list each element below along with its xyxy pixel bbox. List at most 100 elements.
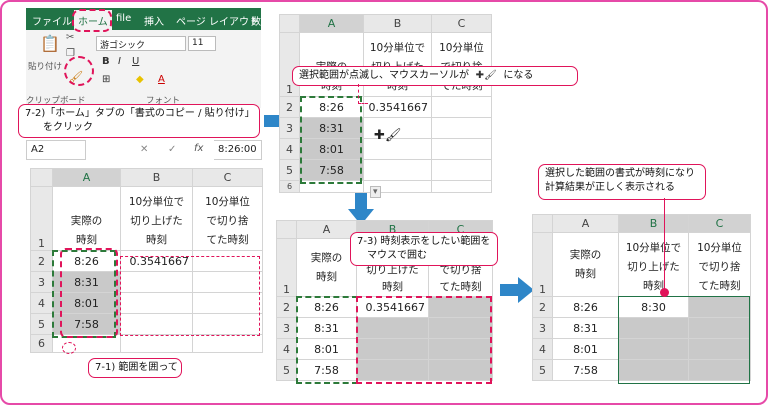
col-header-b-4[interactable]: B	[618, 214, 689, 233]
row-header-3-3[interactable]: 3	[276, 317, 297, 339]
cell-b3-4[interactable]	[618, 317, 689, 339]
cell-a5-4[interactable]: 7:58	[552, 359, 619, 381]
corner-cell-2[interactable]	[279, 14, 300, 33]
cell-a2[interactable]: 8:26	[52, 250, 121, 272]
cell-c4-4[interactable]	[688, 338, 751, 360]
row-header-5-3[interactable]: 5	[276, 359, 297, 381]
row-header-2-3[interactable]: 2	[276, 296, 297, 318]
col-header-c[interactable]: C	[192, 168, 263, 187]
cell-c6-2[interactable]	[431, 180, 492, 193]
scissors-icon[interactable]: ✂	[66, 32, 75, 43]
check-icon[interactable]: ✓	[168, 144, 177, 155]
cell-b3-2[interactable]	[363, 117, 432, 139]
col-header-c-2[interactable]: C	[431, 14, 492, 33]
cell-a4-3[interactable]: 8:01	[296, 338, 357, 360]
border-icon[interactable]: ⊞	[102, 74, 111, 85]
row-header-2-4[interactable]: 2	[532, 296, 553, 318]
cell-c3[interactable]	[192, 271, 263, 293]
row-header-4-4[interactable]: 4	[532, 338, 553, 360]
fill-color-icon[interactable]: ◆	[136, 74, 144, 85]
cell-a5-3[interactable]: 7:58	[296, 359, 357, 381]
cell-a2-4[interactable]: 8:26	[552, 296, 619, 318]
row-header-3[interactable]: 3	[30, 271, 53, 293]
name-box[interactable]: A2	[26, 140, 86, 160]
cell-c4-3[interactable]	[428, 338, 493, 360]
cell-b4-4[interactable]	[618, 338, 689, 360]
cell-c5[interactable]	[192, 313, 263, 335]
cell-b1[interactable]: 10分単位で切り上げた時刻	[120, 186, 193, 251]
cell-c6[interactable]	[192, 334, 263, 353]
paste-options-icon[interactable]: ▾	[370, 186, 381, 198]
row-header-5[interactable]: 5	[30, 313, 53, 335]
cell-a1[interactable]: 実際の時刻	[52, 186, 121, 251]
corner-cell[interactable]	[30, 168, 53, 187]
row-header-3-4[interactable]: 3	[532, 317, 553, 339]
underline-button[interactable]: U	[132, 56, 140, 67]
bold-button[interactable]: B	[102, 56, 110, 67]
font-size-select[interactable]: 11	[188, 36, 216, 51]
cell-c2[interactable]	[192, 250, 263, 272]
cell-a3[interactable]: 8:31	[52, 271, 121, 293]
cell-c4-2[interactable]	[431, 138, 492, 160]
cell-a5[interactable]: 7:58	[52, 313, 121, 335]
row-header-2-2[interactable]: 2	[279, 96, 300, 118]
cell-c1[interactable]: 10分単位で切り捨てた時刻	[192, 186, 263, 251]
formula-input[interactable]: 8:26:00	[214, 140, 262, 160]
cell-b5-3[interactable]	[356, 359, 429, 381]
cell-a1-3[interactable]: 実際の時刻	[296, 238, 357, 297]
tab-file-en[interactable]: file	[116, 13, 132, 24]
cell-a4[interactable]: 8:01	[52, 292, 121, 314]
row-header-5-2[interactable]: 5	[279, 159, 300, 181]
cell-a4-2[interactable]: 8:01	[299, 138, 364, 160]
cell-b1-4[interactable]: 10分単位で切り上げた時刻	[618, 232, 689, 297]
tab-home[interactable]: ホーム	[74, 10, 112, 30]
cell-b2-4[interactable]: 8:30	[618, 296, 689, 318]
cell-a4-4[interactable]: 8:01	[552, 338, 619, 360]
cell-b5-4[interactable]	[618, 359, 689, 381]
cell-c2-2[interactable]	[431, 96, 492, 118]
tab-page-layout[interactable]: ページ レイアウト	[176, 17, 259, 28]
row-header-3-2[interactable]: 3	[279, 117, 300, 139]
cell-b3-3[interactable]	[356, 317, 429, 339]
italic-button[interactable]: I	[118, 56, 121, 67]
tab-insert[interactable]: 挿入	[144, 17, 164, 28]
cell-c5-3[interactable]	[428, 359, 493, 381]
font-color-icon[interactable]: A	[158, 74, 165, 85]
row-header-1-4[interactable]: 1	[532, 232, 553, 297]
cell-c5-4[interactable]	[688, 359, 751, 381]
col-header-a-3[interactable]: A	[296, 220, 357, 239]
cell-a5-2[interactable]: 7:58	[299, 159, 364, 181]
cell-c4[interactable]	[192, 292, 263, 314]
row-header-1-3[interactable]: 1	[276, 238, 297, 297]
cell-b6[interactable]	[120, 334, 193, 353]
col-header-a-2[interactable]: A	[299, 14, 364, 33]
row-header-4-2[interactable]: 4	[279, 138, 300, 160]
cell-c5-2[interactable]	[431, 159, 492, 181]
cell-a3-2[interactable]: 8:31	[299, 117, 364, 139]
cell-c3-2[interactable]	[431, 117, 492, 139]
row-header-1[interactable]: 1	[30, 186, 53, 251]
row-header-4-3[interactable]: 4	[276, 338, 297, 360]
paste-icon[interactable]: 📋	[40, 34, 60, 53]
corner-cell-3[interactable]	[276, 220, 297, 239]
row-header-6-2[interactable]: 6	[279, 180, 300, 193]
cell-b2-2[interactable]: 0.3541667	[363, 96, 432, 118]
cell-c2-4[interactable]	[688, 296, 751, 318]
corner-cell-4[interactable]	[532, 214, 553, 233]
row-header-4[interactable]: 4	[30, 292, 53, 314]
cell-c3-4[interactable]	[688, 317, 751, 339]
row-header-6[interactable]: 6	[30, 334, 53, 353]
cell-b3[interactable]	[120, 271, 193, 293]
cell-b2[interactable]: 0.3541667	[120, 250, 193, 272]
copy-icon[interactable]: ❐	[66, 48, 75, 59]
col-header-a[interactable]: A	[52, 168, 121, 187]
cell-a2-2[interactable]: 8:26	[299, 96, 364, 118]
cell-c1-4[interactable]: 10分単位で切り捨てた時刻	[688, 232, 751, 297]
col-header-b-2[interactable]: B	[363, 14, 432, 33]
tab-formulas[interactable]: 数	[251, 17, 261, 28]
row-header-1-2[interactable]: 1	[279, 32, 300, 97]
cancel-icon[interactable]: ✕	[140, 144, 149, 155]
